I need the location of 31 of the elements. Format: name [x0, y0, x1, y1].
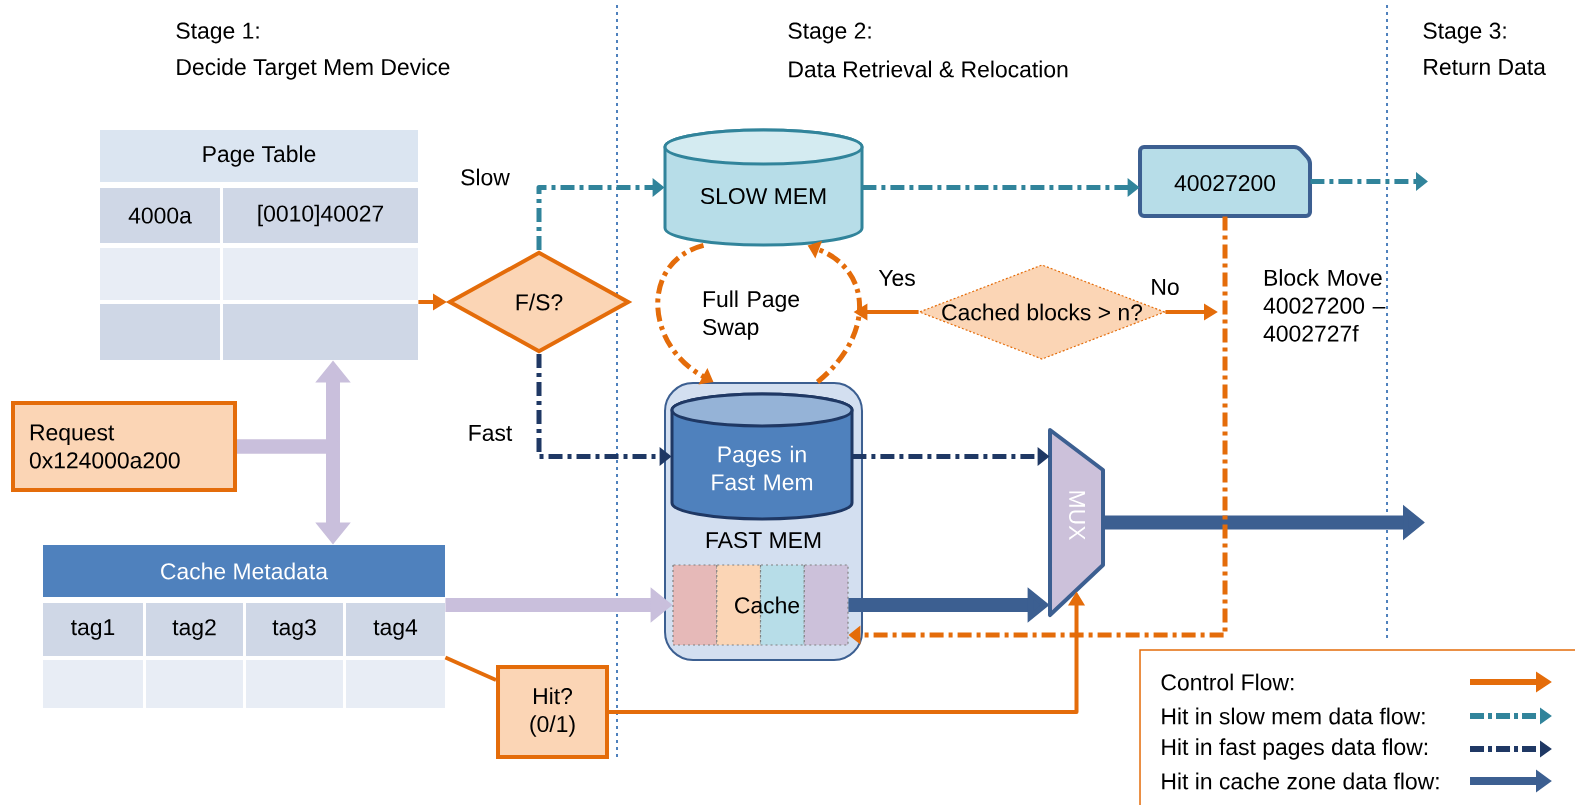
- multiplexer: MUX: [1048, 428, 1105, 617]
- table-cell: 4000a: [100, 188, 220, 243]
- edge-label: Block Move 40027200 – 4002727f: [1263, 269, 1386, 342]
- memory-cylinder: Pages in Fast Mem: [670, 392, 854, 521]
- table-cell: tag2: [146, 603, 243, 656]
- decision-box: Hit? (0/1): [496, 665, 609, 759]
- table-header: Cache Metadata: [43, 545, 445, 597]
- legend-label: Hit in fast pages data flow:: [1162, 738, 1428, 760]
- table-cell: tag3: [246, 603, 343, 656]
- table-cell: tag4: [346, 603, 445, 656]
- swap-text: Full Page Swap: [703, 290, 800, 340]
- table-header: Page Table: [100, 130, 418, 182]
- legend-label: Hit in slow mem data flow:: [1162, 707, 1425, 725]
- stage-heading: Return Data: [1424, 59, 1546, 75]
- memory-cylinder: SLOW MEM: [663, 128, 864, 247]
- address-box: 40027200: [1138, 145, 1312, 218]
- edge-label: Fast: [469, 425, 513, 441]
- legend-label: Control Flow:: [1161, 673, 1294, 691]
- node-label: Cache: [735, 596, 800, 614]
- legend-label: Hit in cache zone data flow:: [1162, 772, 1439, 790]
- stage-heading: Stage 2:: [788, 22, 871, 44]
- table-cell: tag1: [43, 603, 143, 656]
- stage-heading: Data Retrieval & Relocation: [789, 60, 1068, 78]
- stage-heading: Decide Target Mem Device: [177, 58, 450, 80]
- edge-label: Slow: [461, 168, 510, 186]
- stage-heading: Stage 1:: [176, 22, 259, 44]
- request-box: Request 0x124000a200: [11, 401, 237, 492]
- table-cell: [0010]40027: [223, 188, 418, 243]
- stage-heading: Stage 3:: [1423, 22, 1506, 44]
- cache-block: Cache: [672, 564, 849, 646]
- edge-label: Yes: [878, 270, 915, 286]
